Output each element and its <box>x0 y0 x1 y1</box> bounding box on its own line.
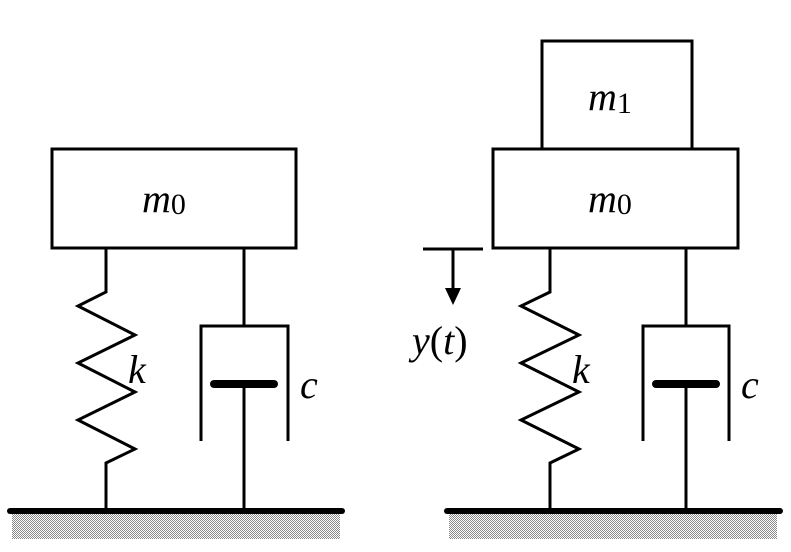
right-system: m1 m0 y(t) k c <box>408 39 783 539</box>
right-spring-label-k: k <box>572 347 591 392</box>
displacement-label-y-t: y(t) <box>408 318 468 363</box>
left-system: m0 k c <box>7 147 345 539</box>
left-spring <box>74 248 139 511</box>
right-ground-hatch <box>449 513 777 539</box>
left-damper <box>199 248 290 511</box>
right-mass-m0-box <box>491 147 740 250</box>
left-spring-label-k: k <box>128 347 147 392</box>
right-spring <box>517 248 583 511</box>
right-damper <box>641 248 731 511</box>
right-damper-label-c: c <box>741 362 759 407</box>
displacement-arrow <box>423 247 483 305</box>
left-damper-label-c: c <box>300 362 318 407</box>
right-mass-m1-label: m1 <box>588 74 632 120</box>
right-mass-m1-box <box>540 39 694 151</box>
right-mass-m0-label: m0 <box>588 176 632 221</box>
left-mass-m0-label: m0 <box>142 176 186 221</box>
left-ground-hatch <box>12 513 340 539</box>
left-mass-m0-box <box>50 147 298 250</box>
